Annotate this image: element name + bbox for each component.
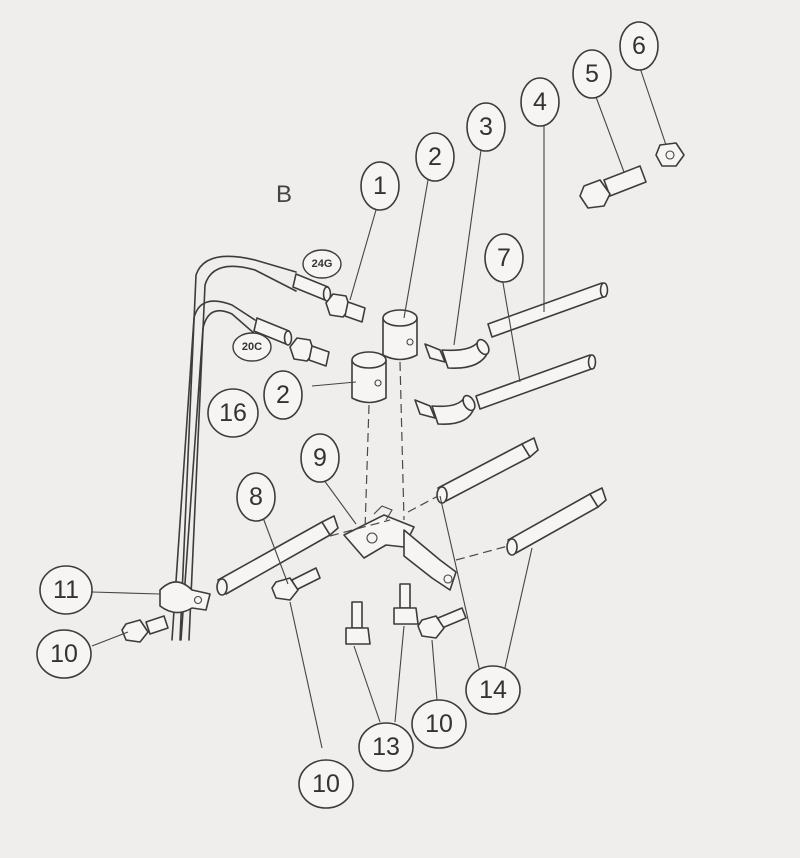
nut bbox=[655, 142, 685, 167]
balloon-14: 14 bbox=[465, 665, 521, 715]
tube-sleeve-lower bbox=[253, 317, 293, 346]
view-label: B bbox=[276, 181, 292, 208]
hex-screw-left bbox=[345, 601, 371, 645]
svg-text:2: 2 bbox=[276, 381, 290, 409]
screw-right bbox=[417, 607, 467, 639]
axis-line-standoff-right-upper bbox=[407, 495, 439, 513]
svg-text:16: 16 bbox=[219, 399, 247, 427]
balloon-8: 8 bbox=[236, 472, 276, 522]
screw-left bbox=[271, 567, 321, 601]
elbow-fitting-upper bbox=[424, 338, 490, 369]
svg-text:3: 3 bbox=[479, 113, 493, 141]
leader-lines bbox=[91, 67, 667, 749]
balloon-4: 4 bbox=[520, 77, 560, 127]
balloon-10-bottom: 10 bbox=[298, 759, 354, 809]
balloon-16: 16 bbox=[207, 388, 259, 438]
fitting-upper bbox=[325, 293, 366, 323]
balloon-2-lower: 2 bbox=[263, 370, 303, 420]
rod-lower bbox=[475, 354, 597, 410]
standoff-right-upper bbox=[436, 437, 539, 504]
axis-line-standoff-left bbox=[329, 519, 391, 537]
tube-tag-20c: 20C bbox=[232, 332, 272, 362]
svg-text:10: 10 bbox=[425, 710, 453, 738]
cylinder-lower bbox=[351, 351, 387, 404]
svg-text:7: 7 bbox=[497, 244, 511, 272]
screw-clamp bbox=[121, 615, 169, 643]
tube-tag-24g: 24G bbox=[302, 249, 342, 279]
balloon-2-upper: 2 bbox=[415, 132, 455, 182]
bracket bbox=[343, 505, 457, 591]
standoff-right-lower bbox=[506, 487, 607, 556]
tube-assembly bbox=[171, 255, 297, 641]
cylinder-upper bbox=[382, 309, 418, 361]
svg-text:24G: 24G bbox=[312, 258, 333, 270]
axis-line-standoff-right-lower bbox=[455, 545, 509, 561]
balloon-7: 7 bbox=[484, 233, 524, 283]
hex-screw-right bbox=[393, 583, 419, 625]
svg-text:6: 6 bbox=[632, 32, 646, 60]
balloon-11: 11 bbox=[39, 565, 93, 615]
balloon-13: 13 bbox=[358, 722, 414, 772]
svg-text:9: 9 bbox=[313, 444, 327, 472]
svg-text:4: 4 bbox=[533, 88, 547, 116]
tube-clamp bbox=[159, 581, 211, 614]
svg-text:10: 10 bbox=[50, 640, 78, 668]
balloon-10-right: 10 bbox=[411, 699, 467, 749]
svg-text:5: 5 bbox=[585, 60, 599, 88]
balloon-3: 3 bbox=[466, 102, 506, 152]
balloon-6: 6 bbox=[619, 21, 659, 71]
axis-line-upper bbox=[399, 361, 405, 521]
svg-text:11: 11 bbox=[53, 576, 79, 604]
elbow-fitting-lower bbox=[414, 394, 476, 425]
tube-sleeve-upper bbox=[292, 273, 332, 302]
svg-text:10: 10 bbox=[312, 770, 340, 798]
balloon-10-clamp: 10 bbox=[36, 629, 92, 679]
fitting-lower bbox=[289, 337, 330, 367]
standoff-left bbox=[216, 515, 339, 596]
rod-upper bbox=[487, 282, 609, 338]
svg-text:1: 1 bbox=[373, 172, 387, 200]
bolt bbox=[579, 165, 647, 209]
svg-text:8: 8 bbox=[249, 483, 263, 511]
balloon-5: 5 bbox=[572, 49, 612, 99]
axis-line-lower bbox=[364, 404, 370, 531]
balloon-9: 9 bbox=[300, 433, 340, 483]
svg-text:13: 13 bbox=[372, 733, 400, 761]
balloon-1: 1 bbox=[360, 161, 400, 211]
svg-text:2: 2 bbox=[428, 143, 442, 171]
svg-text:20C: 20C bbox=[242, 341, 262, 353]
svg-text:14: 14 bbox=[479, 676, 507, 704]
